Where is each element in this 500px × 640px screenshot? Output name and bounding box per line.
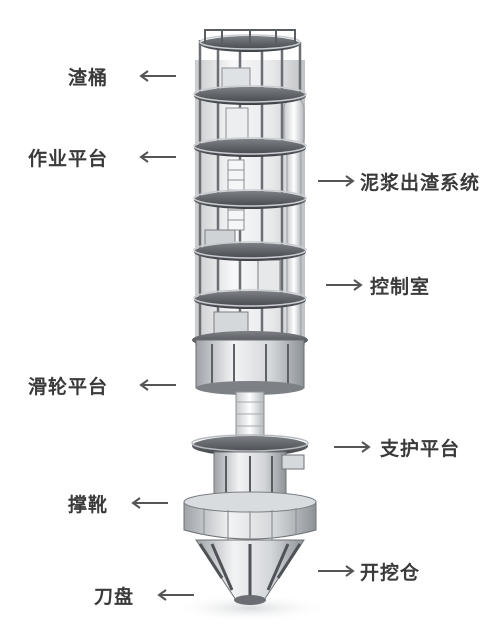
arrow-excavation-chamber xyxy=(318,565,355,577)
label-mud-system: 泥浆出渣系统 xyxy=(360,172,481,194)
arrow-pulley-platform xyxy=(139,379,176,391)
arrow-control-room xyxy=(326,279,363,291)
label-control-room: 控制室 xyxy=(370,276,431,298)
label-excavation-chamber: 开挖仓 xyxy=(360,562,421,584)
label-brace-shoe: 撑靴 xyxy=(68,494,109,516)
pulley-block-detail xyxy=(211,344,289,386)
arrow-slag-bucket xyxy=(139,70,176,82)
cutterhead-tip xyxy=(234,595,266,605)
arrow-brace-shoe xyxy=(131,497,168,509)
cutterhead-teeth xyxy=(198,543,302,600)
central-column xyxy=(235,391,265,443)
label-cutterhead: 刀盘 xyxy=(94,586,135,608)
arrow-work-platform xyxy=(139,151,176,163)
platform-ring-highlights xyxy=(193,34,307,307)
pulley-block xyxy=(195,339,305,389)
support-disk xyxy=(192,436,308,456)
arrow-support-platform xyxy=(334,441,371,453)
arrow-mud-system xyxy=(318,175,355,187)
label-support-platform: 支护平台 xyxy=(380,438,461,460)
label-pulley-platform: 滑轮平台 xyxy=(28,376,109,398)
ground-shadow xyxy=(170,594,330,622)
top-rails xyxy=(204,29,296,44)
label-slag-bucket: 渣桶 xyxy=(68,67,109,89)
arrow-cutterhead xyxy=(157,589,194,601)
pulley-base xyxy=(196,381,304,395)
label-work-platform: 作业平台 xyxy=(28,148,109,170)
